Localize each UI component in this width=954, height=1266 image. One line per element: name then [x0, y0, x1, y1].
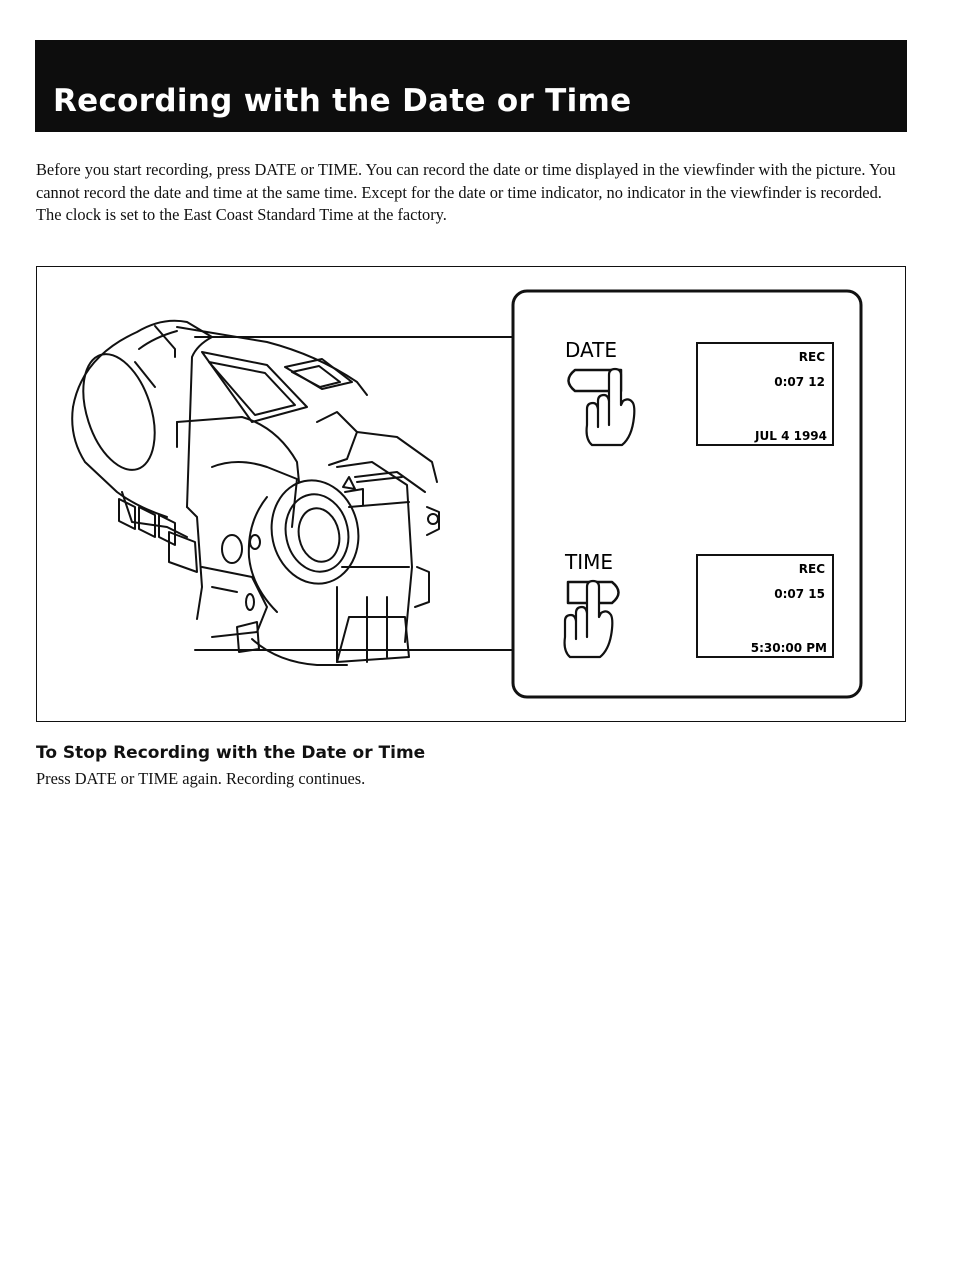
stop-section-body: Press DATE or TIME again. Recording cont…	[36, 769, 366, 788]
title-bar: Recording with the Date or Time	[35, 40, 907, 132]
camcorder-icon	[71, 319, 514, 666]
time-viewfinder-display	[696, 554, 834, 658]
page-title: Recording with the Date or Time	[53, 83, 632, 119]
date-rec-indicator: REC	[799, 350, 825, 364]
stop-section-heading: To Stop Recording with the Date or Time	[36, 743, 426, 763]
date-counter: 0:07 12	[774, 375, 825, 389]
time-readout: 5:30:00 PM	[751, 641, 827, 655]
time-counter: 0:07 15	[774, 587, 825, 601]
camcorder-illustration-frame: DATE REC 0:07 12 JUL 4 1994 TIME REC 0:0…	[36, 266, 906, 722]
intro-paragraph-2: The clock is set to the East Coast Stand…	[36, 205, 447, 224]
date-readout: JUL 4 1994	[754, 429, 827, 443]
date-viewfinder-display	[696, 342, 834, 446]
time-rec-indicator: REC	[799, 562, 825, 576]
camcorder-illustration: DATE REC 0:07 12 JUL 4 1994 TIME REC 0:0…	[71, 289, 863, 699]
intro-text: Before you start recording, press DATE o…	[36, 159, 908, 227]
intro-paragraph-1: Before you start recording, press DATE o…	[36, 160, 896, 202]
time-button-label: TIME	[564, 550, 613, 574]
pressing-finger-icon	[585, 367, 636, 447]
pressing-finger-icon	[563, 579, 614, 659]
date-button-label: DATE	[565, 338, 617, 362]
